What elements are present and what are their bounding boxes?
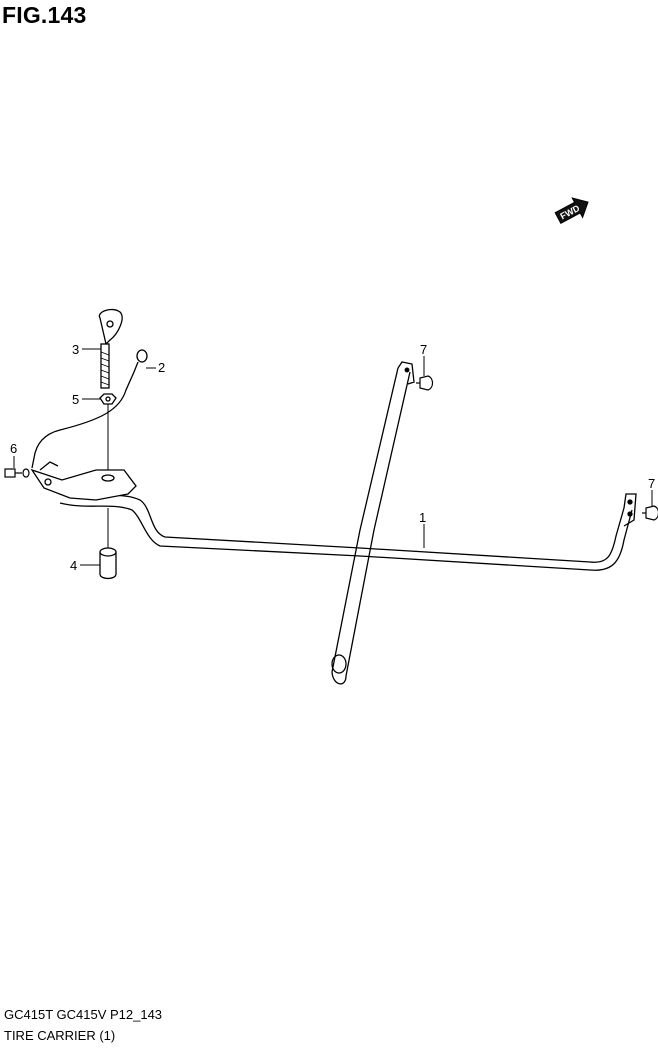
eye-bolt [98, 308, 123, 389]
screw [4, 468, 30, 478]
mounting-plate [30, 461, 137, 501]
footer-figure-name: TIRE CARRIER (1) [4, 1028, 116, 1043]
callout-3: 3 [72, 342, 79, 357]
callout-5: 5 [72, 392, 79, 407]
callout-4: 4 [70, 558, 77, 573]
nut [99, 393, 117, 405]
figure-title: FIG.143 [2, 2, 87, 28]
fwd-arrow-icon: FWD [554, 197, 589, 224]
callout-2: 2 [158, 360, 165, 375]
callout-7-top: 7 [420, 342, 427, 357]
callout-7-right: 7 [648, 476, 655, 491]
spacer-collar [99, 547, 117, 580]
tire-carrier-frame [59, 492, 637, 571]
support-bar [331, 361, 415, 685]
clip-right [642, 505, 658, 521]
callout-6: 6 [10, 441, 17, 456]
cable [31, 349, 148, 469]
footer-model-code: GC415T GC415V P12_143 [4, 1007, 163, 1022]
clip-top [416, 375, 434, 391]
leader-lines [13, 348, 653, 566]
callout-1: 1 [419, 510, 426, 525]
